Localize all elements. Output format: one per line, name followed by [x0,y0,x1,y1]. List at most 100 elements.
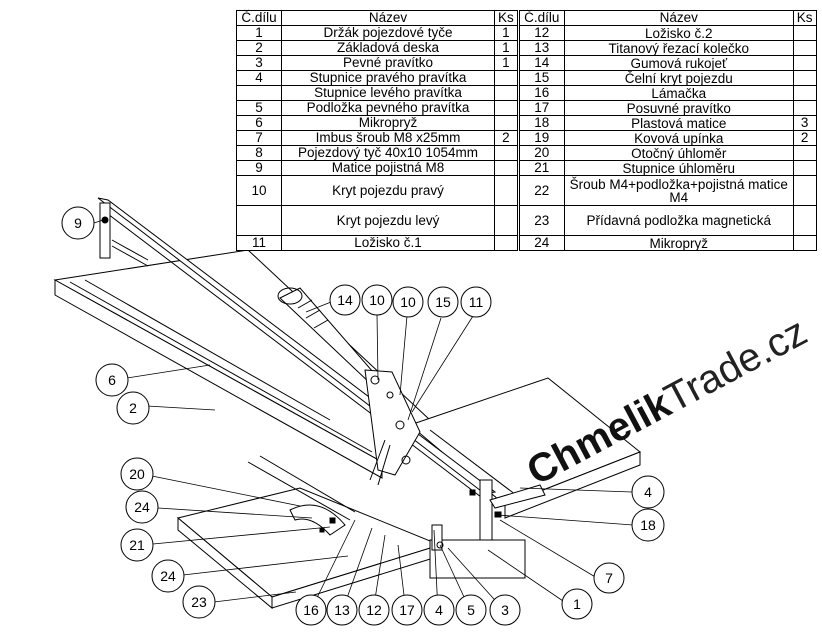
part-no-2: 13 [516,40,565,56]
part-no-2: 16 [516,85,565,101]
callout-bubble [326,594,358,626]
part-name-2: Gumová rukojeť [563,55,794,71]
callout-bubble [631,508,665,542]
part-qty-2 [792,70,817,86]
part-no: 1 [236,25,282,41]
part-no: 6 [236,115,282,131]
callout-bubble [295,594,327,626]
part-qty-2 [792,55,817,71]
part-qty [494,115,519,131]
callout-bubble [61,206,95,240]
callout-number: 10 [369,292,385,308]
callout-bubble [489,594,521,626]
callout-number: 17 [399,602,415,618]
callout-number: 4 [644,484,652,500]
part-qty-2 [792,25,817,41]
angle-gauge [289,504,346,536]
callout-bubble [361,284,393,316]
part-name: Imbus šroub M8 x25mm [281,130,495,146]
part-qty [494,85,519,101]
part-qty: 1 [494,40,519,56]
callout-number: 12 [366,602,382,618]
part-qty-2 [792,205,817,236]
callout-bubble [593,562,625,594]
part-no: 4 [236,70,282,86]
callout-bubble [392,286,424,318]
part-name: Základová deska [281,40,495,56]
part-name: Mikropryž [281,115,495,131]
part-no: 5 [236,100,282,116]
part-name-2: Kovová upínka [563,130,794,146]
part-no-2: 18 [516,115,565,131]
part-qty [494,160,519,176]
callout-number: 23 [191,594,207,610]
part-no-2: 23 [516,205,565,236]
header-part-no: Č.dílu [236,10,282,26]
part-qty [494,235,519,251]
callout-bubble [120,528,154,562]
callout-number: 16 [303,602,319,618]
callout-number: 6 [108,372,116,388]
callout-number: 18 [640,517,656,533]
part-no-2: 21 [516,160,565,176]
part-qty-2 [792,145,817,161]
part-qty: 1 [494,55,519,71]
part-qty: 1 [494,25,519,41]
part-qty-2 [792,160,817,176]
callout-number: 1 [573,596,581,612]
part-name-2: Plastová matice [563,115,794,131]
magnetic-plate [176,487,442,598]
part-no: 8 [236,145,282,161]
part-no: 3 [236,55,282,71]
part-no-2: 17 [516,100,565,116]
callout-number: 3 [501,602,509,618]
header-qty: Ks [494,10,519,26]
callout-number: 14 [337,292,353,308]
part-qty-2 [792,40,817,56]
part-qty-2 [792,235,817,251]
callout-number: 20 [129,466,145,482]
part-qty [494,175,519,206]
part-qty [494,205,519,236]
callout-bubble [455,594,487,626]
part-no: 10 [236,175,282,206]
callout-number: 13 [334,602,350,618]
part-no: 2 [236,40,282,56]
table-header-row: Č.dílu Název Ks Č.dílu Název Ks [236,10,817,26]
part-no: 11 [236,235,282,251]
part-name-2: Šroub M4+podložka+pojistná matice M4 [563,175,794,206]
part-name: Kryt pojezdu pravý [281,175,495,206]
part-name-2: Čelní kryt pojezdu [563,70,794,86]
part-name: Kryt pojezdu levý [281,205,495,236]
part-qty-2 [792,85,817,101]
part-qty [494,70,519,86]
part-qty [494,145,519,161]
callout-number: 9 [74,215,82,231]
part-name-2: Mikropryž [563,235,794,251]
part-no-2: 19 [516,130,565,146]
callout-number: 11 [469,294,484,310]
callout-bubble [460,286,492,318]
callout-bubble [125,490,159,524]
part-qty-2: 3 [792,115,817,131]
callout-bubble [631,475,665,509]
callout-number: 21 [129,537,145,553]
callout-bubble [329,284,361,316]
header-name-2: Název [563,10,794,26]
part-name-2: Titanový řezací kolečko [563,40,794,56]
callout-bubble [95,363,129,397]
callout-number: 7 [605,570,613,586]
part-no-2: 20 [516,145,565,161]
callout-bubble [151,559,185,593]
part-name-2: Stupnice úhloměru [563,160,794,176]
